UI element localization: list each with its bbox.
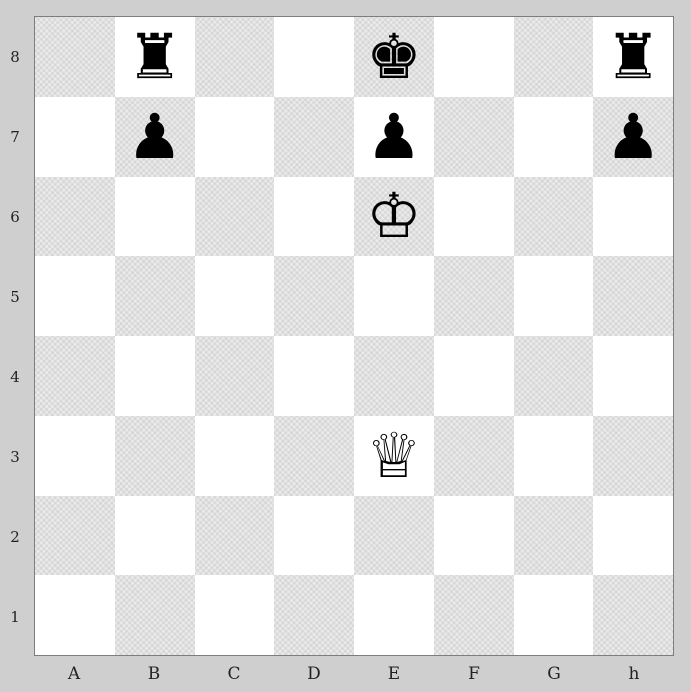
square-h2[interactable]	[593, 496, 673, 576]
chessboard: ♜ ♚ ♜ ♟ ♟ ♟ ♔ ♕	[34, 16, 674, 656]
square-f6[interactable]	[434, 177, 514, 257]
rank-label-1: 1	[6, 608, 24, 626]
square-g7[interactable]	[514, 97, 594, 177]
square-b1[interactable]	[115, 575, 195, 655]
square-e8[interactable]: ♚	[354, 17, 434, 97]
square-d8[interactable]	[274, 17, 354, 97]
black-pawn-icon[interactable]: ♟	[605, 106, 661, 168]
square-b2[interactable]	[115, 496, 195, 576]
square-a8[interactable]	[35, 17, 115, 97]
square-g2[interactable]	[514, 496, 594, 576]
square-h5[interactable]	[593, 256, 673, 336]
square-a3[interactable]	[35, 416, 115, 496]
square-h6[interactable]	[593, 177, 673, 257]
square-c4[interactable]	[195, 336, 275, 416]
white-king-icon[interactable]: ♔	[366, 185, 422, 247]
square-e6[interactable]: ♔	[354, 177, 434, 257]
square-e1[interactable]	[354, 575, 434, 655]
black-king-icon[interactable]: ♚	[366, 26, 422, 88]
square-e5[interactable]	[354, 256, 434, 336]
rank-label-4: 4	[6, 368, 24, 386]
square-b6[interactable]	[115, 177, 195, 257]
rank-label-7: 7	[6, 128, 24, 146]
square-e2[interactable]	[354, 496, 434, 576]
square-f8[interactable]	[434, 17, 514, 97]
square-b8[interactable]: ♜	[115, 17, 195, 97]
square-d1[interactable]	[274, 575, 354, 655]
square-b5[interactable]	[115, 256, 195, 336]
square-g6[interactable]	[514, 177, 594, 257]
square-g4[interactable]	[514, 336, 594, 416]
square-a2[interactable]	[35, 496, 115, 576]
square-f4[interactable]	[434, 336, 514, 416]
file-label-a: A	[54, 664, 94, 684]
file-label-d: D	[294, 664, 334, 684]
square-g5[interactable]	[514, 256, 594, 336]
square-c2[interactable]	[195, 496, 275, 576]
square-d2[interactable]	[274, 496, 354, 576]
square-c8[interactable]	[195, 17, 275, 97]
square-d4[interactable]	[274, 336, 354, 416]
square-f2[interactable]	[434, 496, 514, 576]
square-h7[interactable]: ♟	[593, 97, 673, 177]
square-e7[interactable]: ♟	[354, 97, 434, 177]
square-b7[interactable]: ♟	[115, 97, 195, 177]
square-a4[interactable]	[35, 336, 115, 416]
square-b3[interactable]	[115, 416, 195, 496]
black-pawn-icon[interactable]: ♟	[127, 106, 183, 168]
square-a1[interactable]	[35, 575, 115, 655]
file-label-strip	[34, 657, 674, 692]
file-label-f: F	[454, 664, 494, 684]
file-label-b: B	[134, 664, 174, 684]
file-label-c: C	[214, 664, 254, 684]
square-c3[interactable]	[195, 416, 275, 496]
file-label-g: G	[534, 664, 574, 684]
black-rook-icon[interactable]: ♜	[605, 26, 661, 88]
rank-label-5: 5	[6, 288, 24, 306]
square-h3[interactable]	[593, 416, 673, 496]
square-a5[interactable]	[35, 256, 115, 336]
square-a7[interactable]	[35, 97, 115, 177]
rank-label-2: 2	[6, 528, 24, 546]
black-pawn-icon[interactable]: ♟	[366, 106, 422, 168]
square-d5[interactable]	[274, 256, 354, 336]
black-rook-icon[interactable]: ♜	[127, 26, 183, 88]
rank-label-3: 3	[6, 448, 24, 466]
square-g1[interactable]	[514, 575, 594, 655]
square-g8[interactable]	[514, 17, 594, 97]
square-b4[interactable]	[115, 336, 195, 416]
white-queen-icon[interactable]: ♕	[366, 425, 422, 487]
square-f3[interactable]	[434, 416, 514, 496]
square-g3[interactable]	[514, 416, 594, 496]
rank-label-6: 6	[6, 208, 24, 226]
square-a6[interactable]	[35, 177, 115, 257]
file-label-e: E	[374, 664, 414, 684]
square-e4[interactable]	[354, 336, 434, 416]
square-d6[interactable]	[274, 177, 354, 257]
square-c7[interactable]	[195, 97, 275, 177]
square-e3[interactable]: ♕	[354, 416, 434, 496]
rank-label-8: 8	[6, 48, 24, 66]
square-f7[interactable]	[434, 97, 514, 177]
square-d3[interactable]	[274, 416, 354, 496]
square-h8[interactable]: ♜	[593, 17, 673, 97]
square-c6[interactable]	[195, 177, 275, 257]
square-c5[interactable]	[195, 256, 275, 336]
square-h1[interactable]	[593, 575, 673, 655]
file-label-h: h	[614, 664, 654, 684]
square-f1[interactable]	[434, 575, 514, 655]
square-c1[interactable]	[195, 575, 275, 655]
square-d7[interactable]	[274, 97, 354, 177]
square-h4[interactable]	[593, 336, 673, 416]
square-f5[interactable]	[434, 256, 514, 336]
